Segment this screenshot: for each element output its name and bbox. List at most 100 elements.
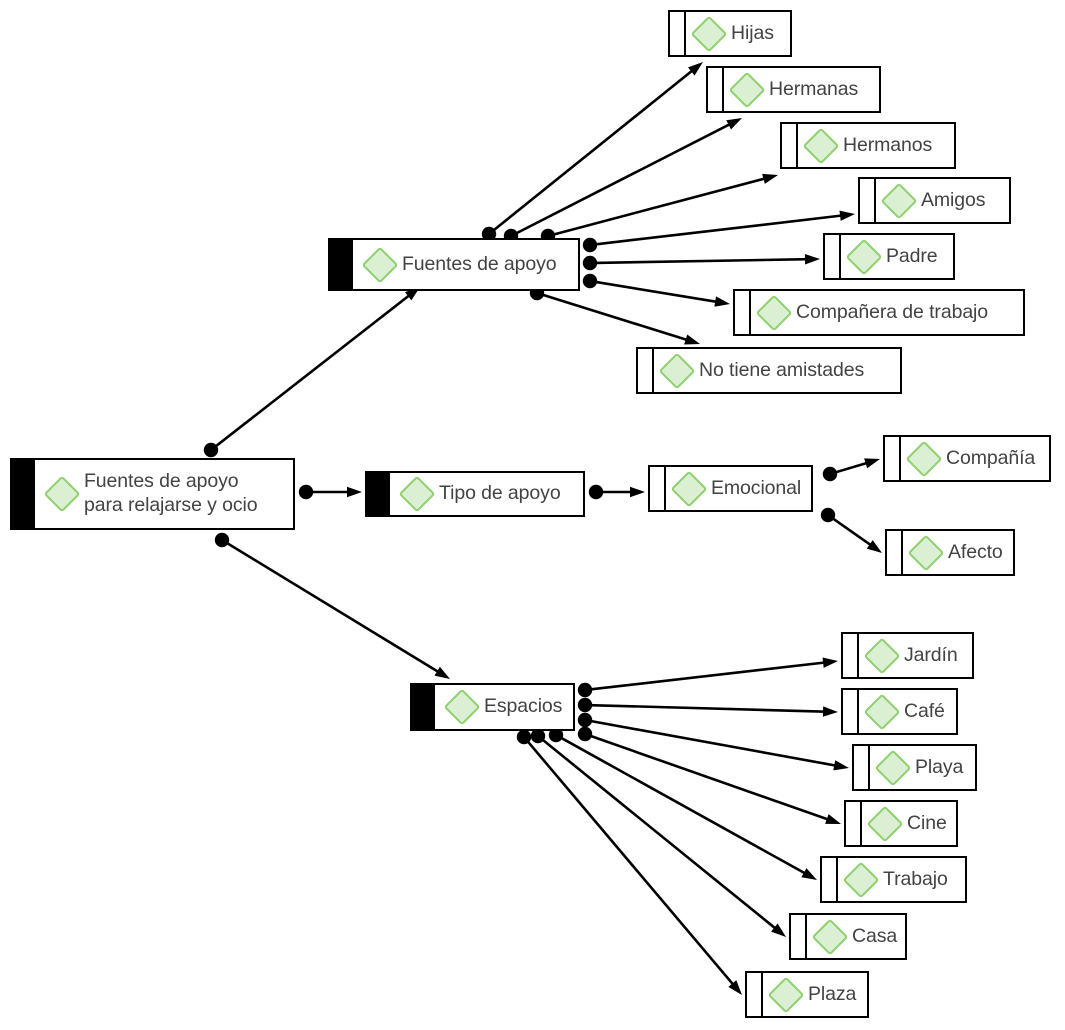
edge-origin-dot[interactable] xyxy=(214,532,230,548)
edge-emocional-to-afecto xyxy=(820,507,882,553)
node-left-gutter xyxy=(885,437,901,480)
node-label: Trabajo xyxy=(883,867,948,890)
green-diamond-icon xyxy=(863,693,901,730)
edge-fuentes-to-hijas xyxy=(481,62,703,242)
green-diamond-icon xyxy=(811,918,849,955)
node-left-gutter xyxy=(846,802,862,845)
node-body: Hermanos xyxy=(798,124,954,167)
node-left-gutter xyxy=(854,746,870,789)
node-body: Tipo de apoyo xyxy=(390,473,583,515)
node-left-gutter xyxy=(822,858,838,901)
node-plaza[interactable]: Plaza xyxy=(745,971,869,1018)
edge-espacios-to-playa xyxy=(577,712,849,771)
edge-origin-dot[interactable] xyxy=(588,484,604,500)
green-diamond-icon xyxy=(43,475,81,513)
node-trabajo[interactable]: Trabajo xyxy=(820,856,967,903)
edge-origin-dot[interactable] xyxy=(298,484,314,500)
edge-fuentes-to-padre xyxy=(582,254,820,271)
node-label: Cine xyxy=(907,811,947,834)
node-compania[interactable]: Compañía xyxy=(883,435,1051,482)
node-hijas[interactable]: Hijas xyxy=(668,10,792,57)
node-body: Playa xyxy=(870,746,975,789)
node-collapse-bar[interactable] xyxy=(12,460,35,528)
node-left-gutter xyxy=(708,68,724,111)
green-diamond-icon xyxy=(845,238,883,275)
node-label: Emocional xyxy=(711,476,802,499)
node-root[interactable]: Fuentes de apoyo para relajarse y ocio xyxy=(10,458,295,530)
edge-origin-dot[interactable] xyxy=(820,507,836,523)
node-left-gutter xyxy=(650,467,666,510)
edge-fuentes-to-amigos xyxy=(582,210,855,253)
edge-root-to-tipo xyxy=(298,484,362,500)
node-hermanos[interactable]: Hermanos xyxy=(780,122,956,169)
node-body: Hijas xyxy=(686,12,790,55)
node-left-gutter xyxy=(747,973,763,1016)
node-left-gutter xyxy=(887,531,903,574)
edge-origin-dot[interactable] xyxy=(203,442,219,458)
node-body: Trabajo xyxy=(838,858,965,901)
edge-origin-dot[interactable] xyxy=(516,729,532,745)
node-label: Afecto xyxy=(948,540,1003,563)
node-left-gutter xyxy=(860,179,876,222)
edge-origin-dot[interactable] xyxy=(577,682,593,698)
node-body: Compañera de trabajo xyxy=(751,291,1023,334)
edge-origin-dot[interactable] xyxy=(582,237,598,253)
edge-tipo-to-emocional xyxy=(588,484,645,500)
edge-fuentes-to-hermanas xyxy=(503,118,742,244)
node-amigos[interactable]: Amigos xyxy=(858,177,1011,224)
edge-fuentes-to-noamistades xyxy=(529,285,700,345)
node-left-gutter xyxy=(791,915,807,958)
node-body: Emocional xyxy=(666,467,811,510)
node-body: Jardín xyxy=(859,634,972,677)
green-diamond-icon xyxy=(755,294,793,331)
node-espacios[interactable]: Espacios xyxy=(410,683,575,731)
node-left-gutter xyxy=(825,235,841,278)
green-diamond-icon xyxy=(690,15,728,52)
node-noamistades[interactable]: No tiene amistades xyxy=(636,347,902,394)
green-diamond-icon xyxy=(907,534,945,571)
edge-espacios-to-cine xyxy=(577,726,841,824)
node-companera[interactable]: Compañera de trabajo xyxy=(733,289,1025,336)
edge-origin-dot[interactable] xyxy=(577,712,593,728)
green-diamond-icon xyxy=(398,475,436,513)
edge-origin-dot[interactable] xyxy=(577,726,593,742)
node-padre[interactable]: Padre xyxy=(823,233,955,280)
edge-origin-dot[interactable] xyxy=(582,255,598,271)
node-tipo[interactable]: Tipo de apoyo xyxy=(365,471,585,517)
node-collapse-bar[interactable] xyxy=(367,473,390,515)
node-label: Hermanas xyxy=(769,77,859,100)
node-fuentes[interactable]: Fuentes de apoyo xyxy=(328,238,580,291)
node-cafe[interactable]: Café xyxy=(841,688,958,735)
edge-root-to-espacios xyxy=(214,532,450,679)
node-body: Fuentes de apoyo para relajarse y ocio xyxy=(35,460,293,528)
node-hermanas[interactable]: Hermanas xyxy=(706,66,881,113)
node-emocional[interactable]: Emocional xyxy=(648,465,813,512)
node-left-gutter xyxy=(782,124,798,167)
node-collapse-bar[interactable] xyxy=(330,240,353,289)
node-label: Playa xyxy=(915,755,964,778)
green-diamond-icon xyxy=(361,246,399,283)
node-label: Café xyxy=(904,699,945,722)
edge-origin-dot[interactable] xyxy=(822,466,838,482)
node-afecto[interactable]: Afecto xyxy=(885,529,1015,576)
edge-origin-dot[interactable] xyxy=(582,273,598,289)
node-label: Fuentes de apoyo xyxy=(402,252,557,275)
green-diamond-icon xyxy=(842,861,880,898)
node-left-gutter xyxy=(670,12,686,55)
node-left-gutter xyxy=(638,349,654,392)
edge-origin-dot[interactable] xyxy=(577,697,593,713)
node-label: Plaza xyxy=(808,982,857,1005)
edge-espacios-to-plaza xyxy=(516,729,742,995)
node-casa[interactable]: Casa xyxy=(789,913,907,960)
node-playa[interactable]: Playa xyxy=(852,744,977,791)
node-jardin[interactable]: Jardín xyxy=(841,632,974,679)
node-label: Amigos xyxy=(921,188,986,211)
node-body: Cine xyxy=(862,802,956,845)
edge-espacios-to-trabajo xyxy=(548,727,817,880)
node-cine[interactable]: Cine xyxy=(844,800,958,847)
node-body: Casa xyxy=(807,915,905,958)
green-diamond-icon xyxy=(670,470,708,507)
node-collapse-bar[interactable] xyxy=(412,685,435,729)
node-label: Casa xyxy=(852,924,898,947)
edge-fuentes-to-hermanos xyxy=(540,173,778,244)
